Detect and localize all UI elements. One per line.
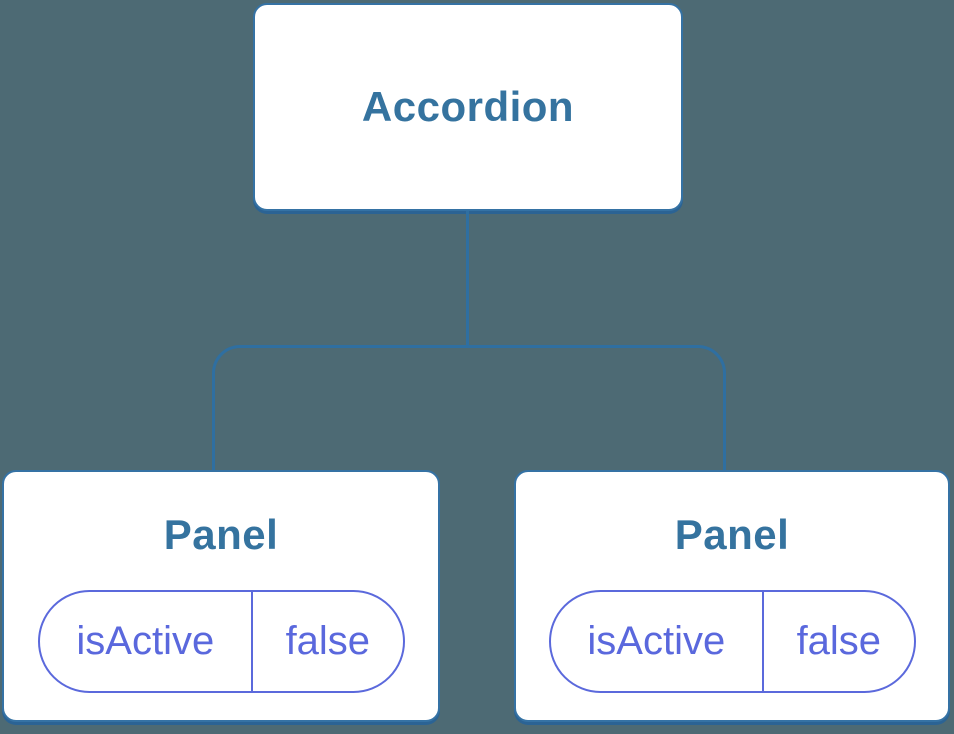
accordion-node-label: Accordion xyxy=(361,83,575,130)
tree-node-panel-1: Panel isActive false xyxy=(2,470,440,722)
connector-stem xyxy=(466,211,469,348)
panel-node-label: Panel xyxy=(163,511,279,558)
state-key-label: isActive xyxy=(551,592,765,691)
state-key-label: isActive xyxy=(40,592,254,691)
state-value-label: false xyxy=(796,619,882,663)
state-pill: isActive false xyxy=(37,590,405,693)
connector-bracket xyxy=(212,345,726,471)
state-value-label: false xyxy=(285,619,371,663)
tree-node-panel-2: Panel isActive false xyxy=(514,470,950,722)
panel-node-label: Panel xyxy=(674,511,790,558)
tree-node-accordion: Accordion xyxy=(253,3,683,211)
state-pill: isActive false xyxy=(548,590,916,693)
